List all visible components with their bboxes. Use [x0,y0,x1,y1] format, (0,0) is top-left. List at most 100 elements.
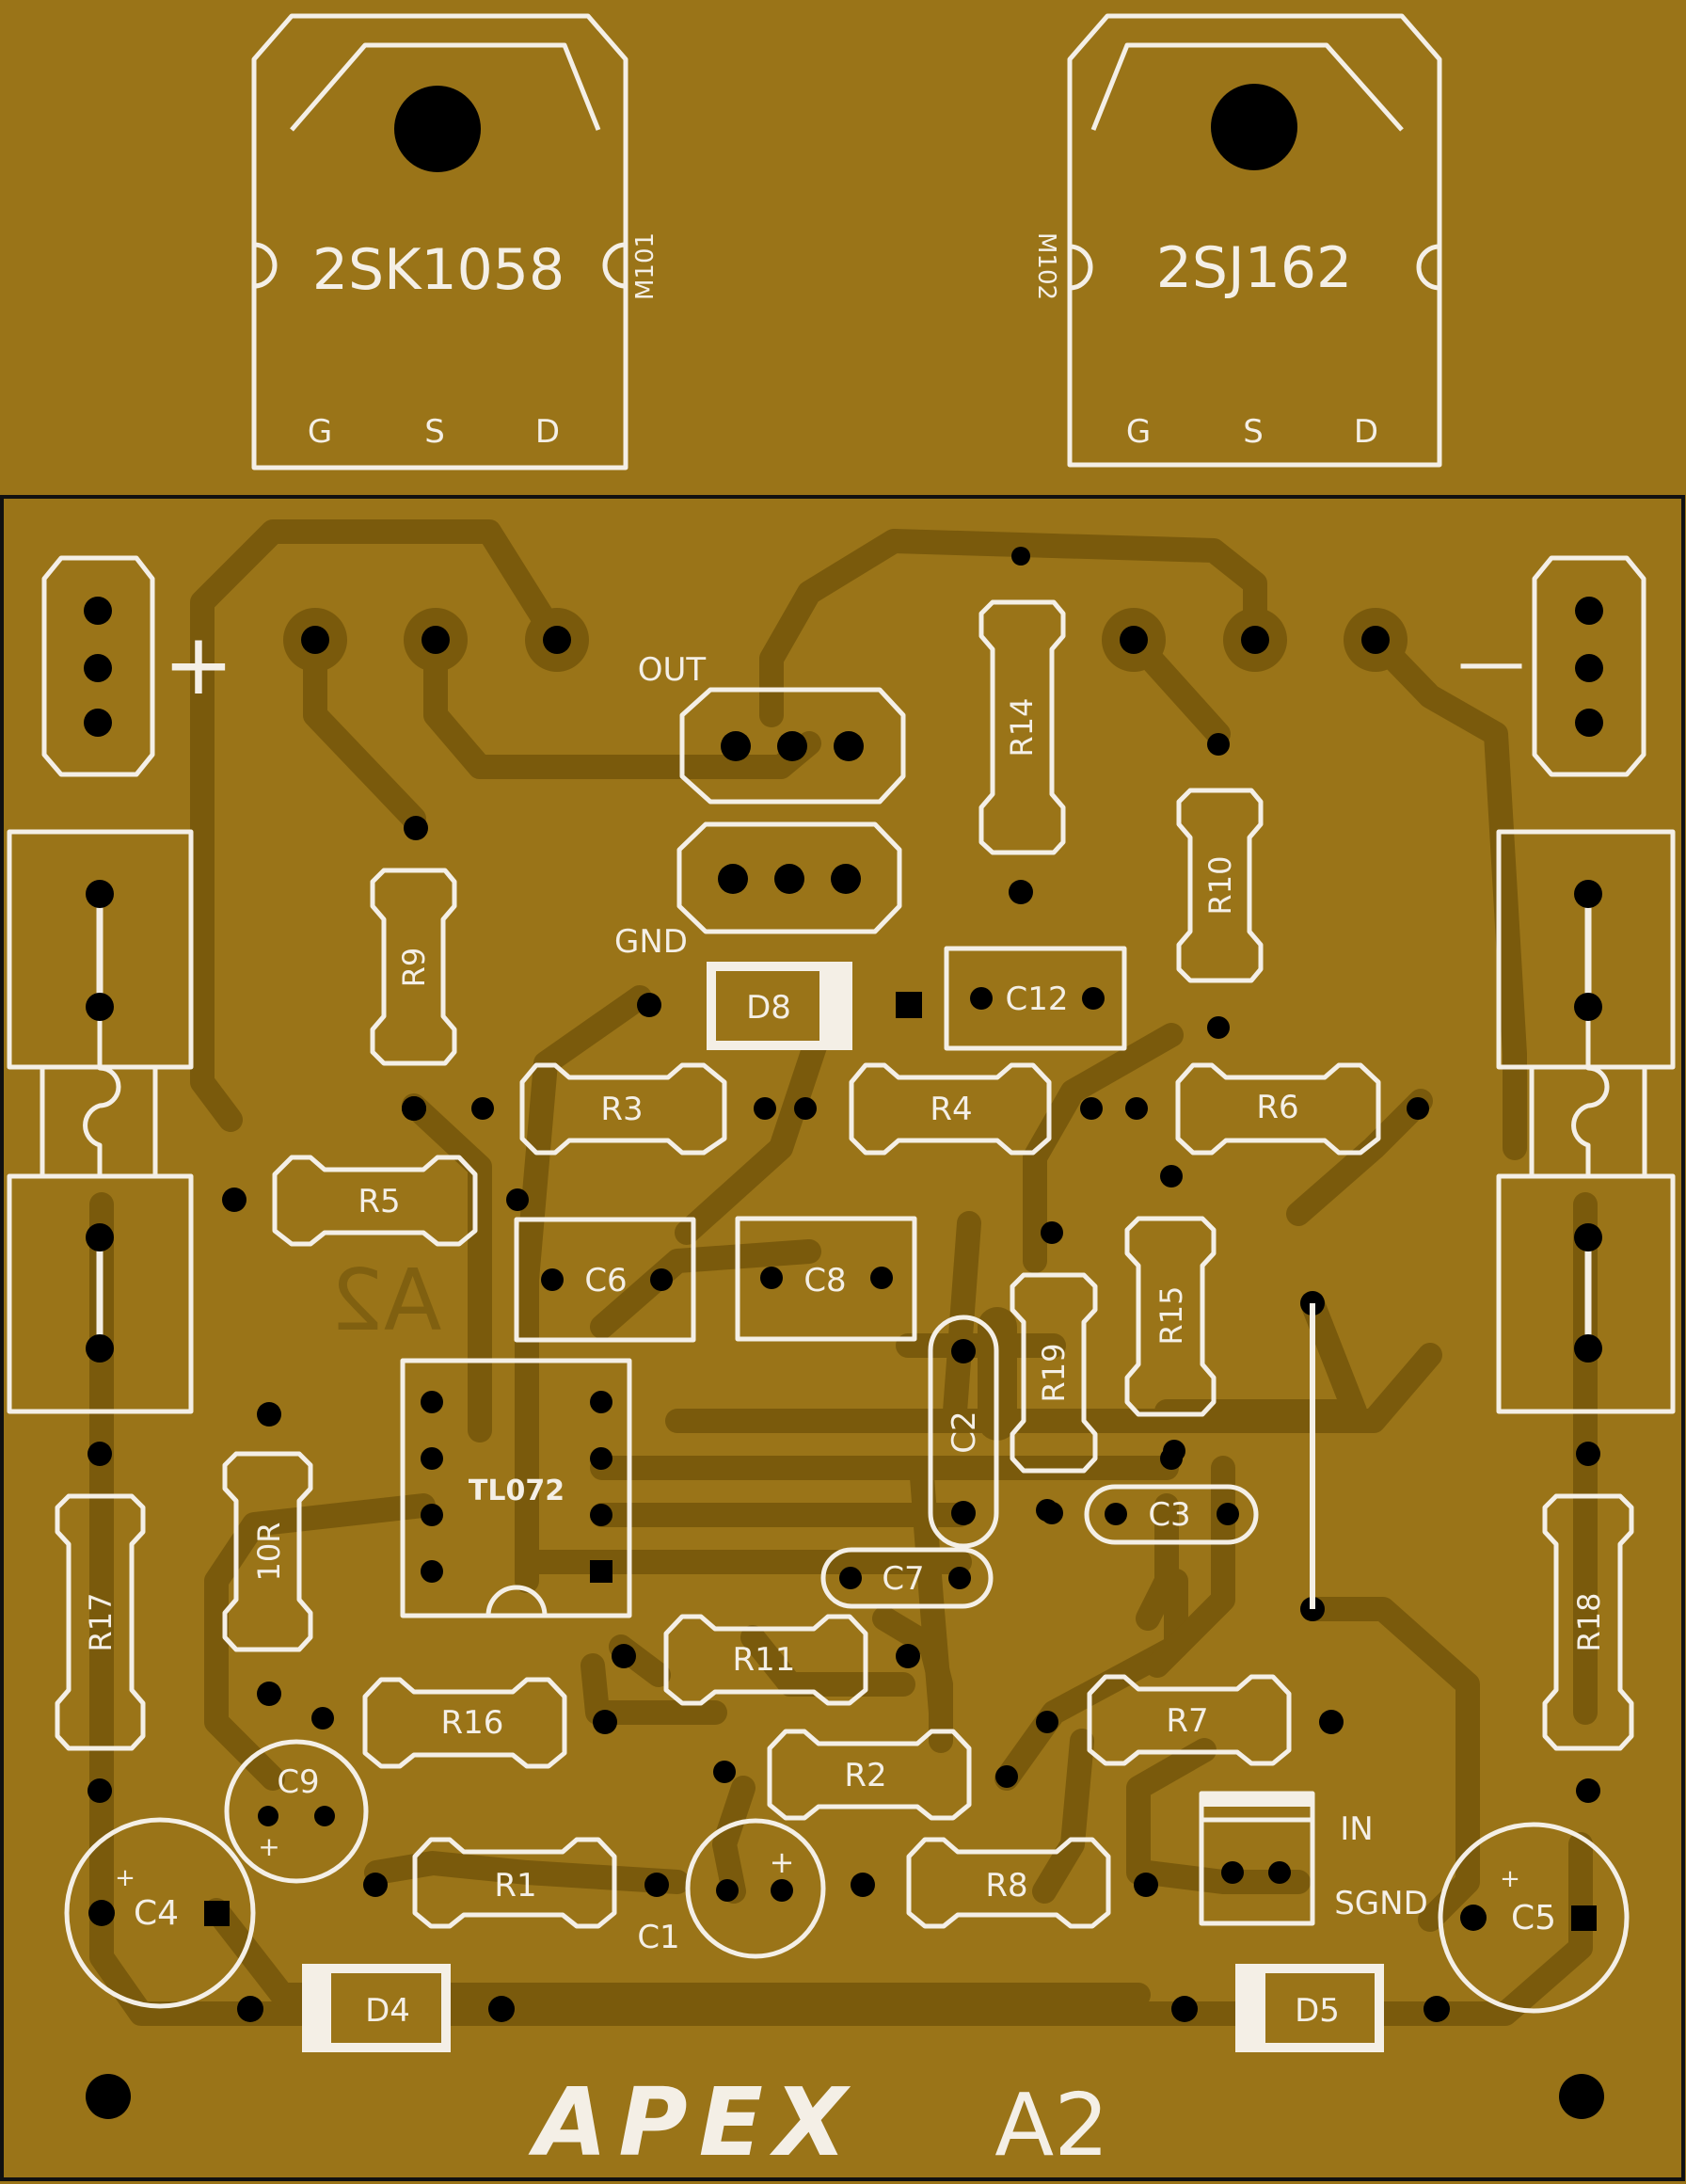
svg-text:R5: R5 [358,1183,400,1220]
resistor-r4: R4 [754,1062,1052,1156]
brand-model: A2 [994,2075,1108,2176]
svg-text:R18: R18 [1571,1593,1607,1652]
svg-text:R7: R7 [1166,1702,1208,1740]
resistor-r10: R10 [1176,733,1264,1039]
svg-text:R4: R4 [930,1091,972,1128]
diode-d8: D8 [637,962,922,1050]
capacitor-c6: C6 [514,1217,696,1343]
ic-label: TL072 [469,1475,565,1507]
capacitor-c1: + C1 [637,1818,826,1959]
resistor-r10r: 10R [222,1402,313,1706]
transistor-m102: 2SJ162 M102 G S D [1032,13,1442,468]
resistor-r18: R18 [1542,1442,1634,1803]
power-connector-minus: — [1457,555,1646,777]
svg-text:R15: R15 [1153,1286,1189,1346]
svg-text:R16: R16 [441,1704,504,1742]
capacitor-c3: C3 [1084,1484,1259,1545]
svg-text:+: + [258,1831,279,1862]
transistor-part-label: 2SJ162 [1156,235,1352,301]
minus-label: — [1457,622,1525,701]
svg-text:R19: R19 [1036,1344,1072,1403]
svg-text:+: + [1500,1865,1520,1893]
mounting-hole-right [1559,2074,1604,2119]
mounting-hole-left [86,2074,131,2119]
resistor-r7: R7 [1036,1674,1344,1766]
svg-text:R6: R6 [1256,1089,1298,1126]
fuse-holder-right [1496,829,1676,1414]
svg-text:R17: R17 [83,1593,119,1652]
svg-text:10R: 10R [251,1522,287,1582]
resistor-r16: R16 [362,1677,617,1769]
fuse-holder-left [7,829,194,1414]
resistor-r6: R6 [1080,1062,1429,1156]
resistor-r5: R5 [222,1155,529,1247]
pin-s: S [424,413,445,451]
pin-s: S [1243,413,1264,451]
svg-text:C1: C1 [637,1919,679,1956]
diode-d4: D4 [237,1964,515,2052]
pin-g: G [308,413,332,451]
svg-text:R1: R1 [494,1867,536,1905]
power-connector-plus: + [41,555,234,777]
svg-text:R11: R11 [733,1641,796,1679]
transistor-ref-label: M101 [631,232,660,300]
resistor-r14: R14 [978,547,1066,904]
capacitor-c9: C9 + [224,1739,369,1884]
svg-text:C6: C6 [584,1262,627,1299]
pin-d: D [535,413,560,451]
capacitor-c2: C2 [928,1315,999,1549]
diode-d5: D5 [1171,1964,1450,2052]
transistor-lead-pads [283,608,1408,672]
svg-text:C9: C9 [277,1763,319,1801]
copper-side-mark: A2 [330,1251,442,1350]
resistor-r9: R9 [370,816,457,1121]
svg-text:C5: C5 [1511,1899,1556,1937]
resistor-r2: R2 [713,1729,1018,1821]
input-connector: IN SGND [1199,1791,1428,1926]
gnd-connector: GND [614,821,902,961]
resistor-r8: R8 [851,1837,1158,1929]
svg-text:R3: R3 [600,1091,643,1128]
pin-d: D [1354,413,1378,451]
capacitor-c4: C4 + [64,1817,256,2009]
svg-text:C4: C4 [134,1894,179,1933]
svg-text:R8: R8 [985,1867,1027,1905]
out-connector: OUT [638,651,906,805]
out-label: OUT [638,651,707,689]
svg-text:C12: C12 [1005,980,1068,1018]
svg-text:R14: R14 [1004,698,1040,757]
capacitor-c7: C7 [820,1547,994,1609]
pin-g: G [1126,413,1151,451]
misc-pads [258,1167,1325,1730]
transistor-m101: 2SK1058 M101 G S D [251,13,660,470]
sgnd-label: SGND [1334,1885,1428,1922]
svg-text:D8: D8 [746,989,791,1027]
ic-tl072: TL072 [400,1358,632,1618]
in-label: IN [1340,1810,1373,1848]
gnd-label: GND [614,923,688,961]
copper-traces [89,519,1598,2026]
transistor-ref-label: M102 [1032,232,1060,300]
plus-label: + [163,615,233,714]
svg-text:C3: C3 [1148,1496,1190,1534]
svg-text:C8: C8 [803,1262,846,1299]
capacitor-c5: C5 + [1438,1822,1630,2014]
resistor-r11: R11 [612,1614,920,1706]
transistor-part-label: 2SK1058 [312,237,565,303]
svg-text:R10: R10 [1202,856,1238,916]
resistor-r17: R17 [55,1442,146,1803]
svg-text:R9: R9 [396,948,432,988]
brand-name: APEX [528,2067,858,2177]
resistor-r3: R3 [402,1062,727,1156]
capacitor-c12: C12 [944,946,1127,1051]
svg-text:C7: C7 [882,1560,924,1598]
svg-text:C2: C2 [946,1411,983,1453]
svg-text:D5: D5 [1295,1992,1340,2030]
capacitor-c8: C8 [735,1216,917,1342]
resistor-r1: R1 [363,1837,669,1929]
svg-text:+: + [115,1864,135,1892]
svg-text:R2: R2 [844,1757,886,1794]
svg-text:D4: D4 [365,1992,410,2030]
board-outline [0,495,1685,2181]
